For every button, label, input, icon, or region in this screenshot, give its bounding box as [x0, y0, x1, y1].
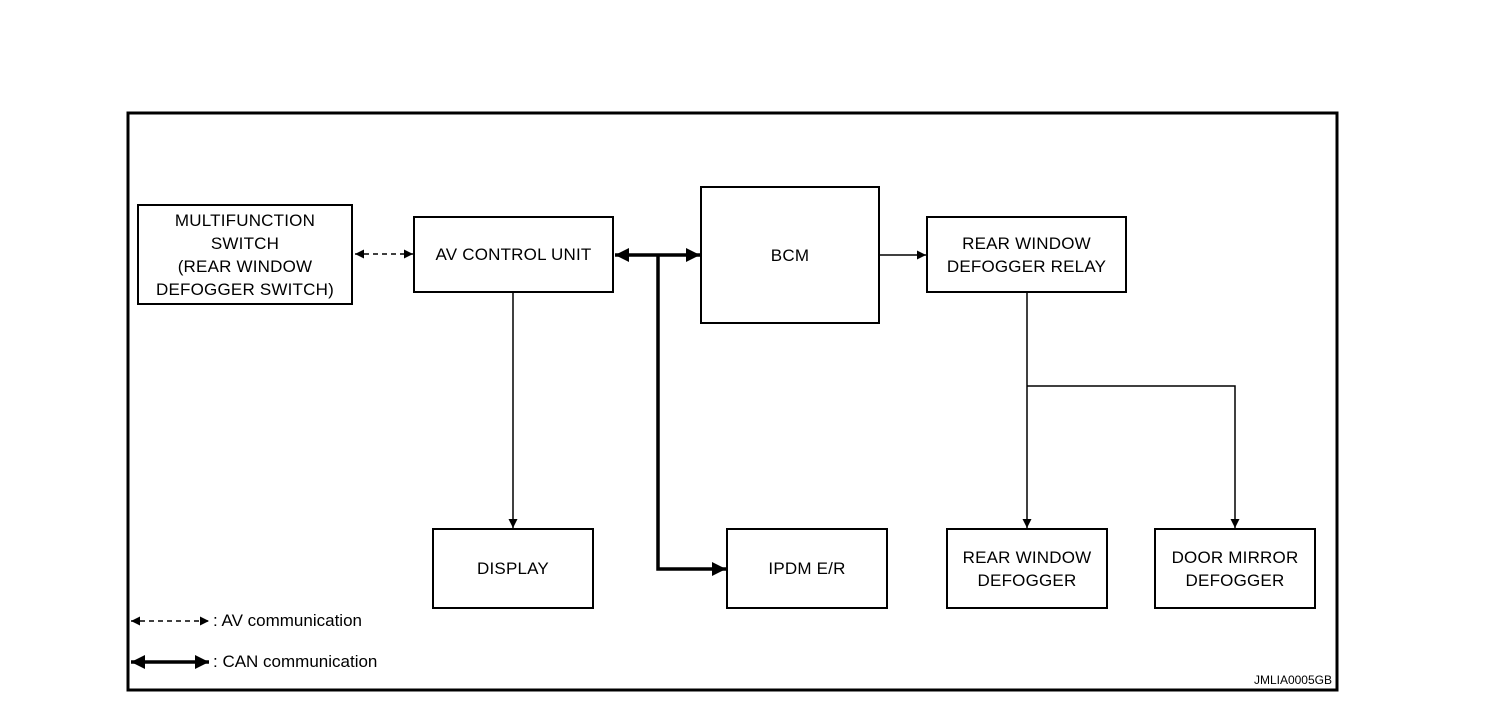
block-rear-window-defogger-relay: REAR WINDOW DEFOGGER RELAY [926, 216, 1127, 293]
block-label: IPDM E/R [768, 559, 846, 578]
block-door-mirror-defogger: DOOR MIRROR DEFOGGER [1154, 528, 1316, 609]
legend-av-communication: : AV communication [213, 611, 362, 630]
block-label: REAR WINDOW [962, 233, 1091, 253]
block-label: DISPLAY [477, 559, 549, 578]
block-label: DEFOGGER SWITCH) [156, 279, 334, 299]
can-comm-link-ipdm [656, 255, 726, 576]
block-rear-window-defogger: REAR WINDOW DEFOGGER [946, 528, 1108, 609]
block-label: MULTIFUNCTION [174, 210, 316, 230]
figure-code: JMLIA0005GB [1253, 673, 1332, 687]
block-label: BCM [770, 245, 810, 265]
block-label: DEFOGGER [977, 570, 1077, 590]
block-label: DEFOGGER [1185, 570, 1285, 590]
block-bcm: BCM [700, 186, 880, 324]
block-label: (REAR WINDOW [177, 256, 313, 276]
block-display: DISPLAY [432, 528, 594, 609]
block-label: REAR WINDOW [962, 547, 1092, 567]
block-label: AV CONTROL UNIT [435, 245, 592, 264]
diagram-frame [126, 111, 1339, 692]
block-label: DOOR MIRROR [1171, 547, 1299, 567]
block-av-control-unit: AV CONTROL UNIT [413, 216, 614, 293]
block-label: DEFOGGER RELAY [946, 256, 1107, 276]
block-label: SWITCH [210, 233, 280, 253]
link-relay-to-mirror-defogger [1027, 385, 1240, 528]
block-multifunction-switch: MULTIFUNCTION SWITCH (REAR WINDOW DEFOGG… [137, 204, 353, 305]
legend-can-communication: : CAN communication [213, 652, 378, 671]
block-ipdm-er: IPDM E/R [726, 528, 888, 609]
